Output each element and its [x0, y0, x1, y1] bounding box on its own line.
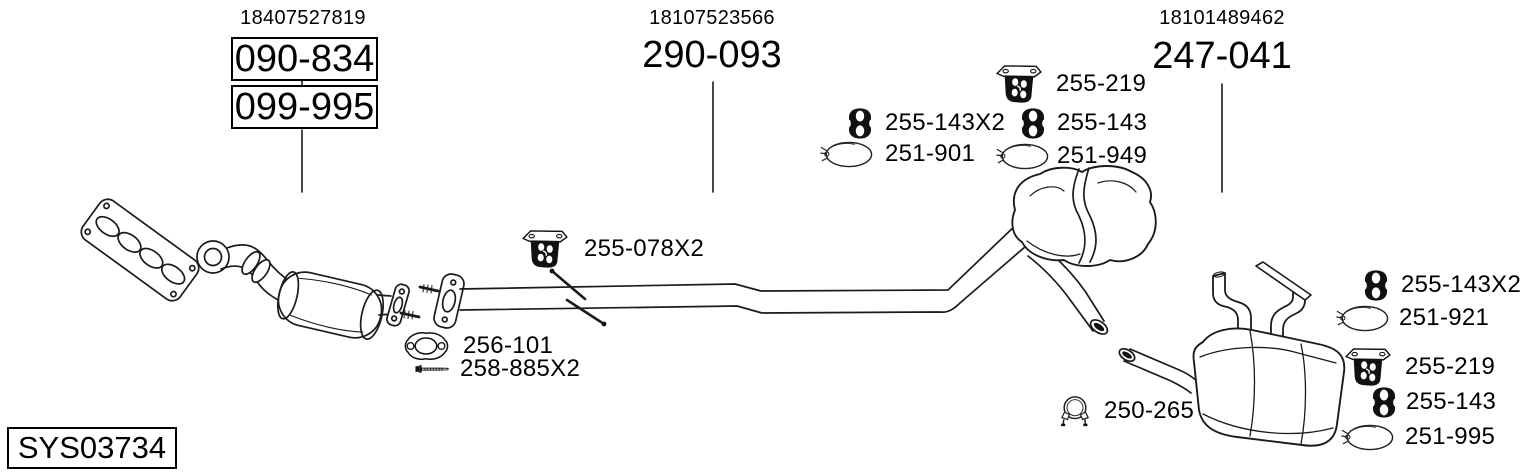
rubber-mount-icon: [847, 107, 873, 140]
callout-row: 255-143X2: [1363, 268, 1521, 302]
clamp-ring-icon: [820, 140, 874, 169]
part-number-label[interactable]: 250-265: [1104, 397, 1195, 424]
part-number[interactable]: 247-041: [1152, 35, 1292, 77]
manifold-catalyst-drawing: [80, 198, 410, 340]
rubber-mount-icon: [1371, 386, 1397, 419]
gasket-icon: [401, 331, 451, 361]
callout-row: 251-995: [1341, 421, 1495, 453]
part-number-label[interactable]: 251-949: [1057, 142, 1148, 169]
callout-row: 251-901: [820, 139, 975, 169]
oe-number: 18101489462: [1159, 7, 1285, 29]
rear-muffler-drawing: [1118, 261, 1346, 447]
clamp-ring-icon: [1341, 423, 1395, 452]
part-number-label[interactable]: 255-143X2: [885, 109, 1006, 136]
oe-number: 18407527819: [240, 7, 366, 29]
part-number-label[interactable]: 255-143: [1406, 388, 1497, 415]
center-pipe-drawing: [399, 222, 1034, 329]
clamp-ring-icon: [996, 142, 1050, 171]
part-number-label[interactable]: 255-143: [1057, 109, 1148, 136]
callout-row: 255-078X2: [520, 228, 704, 270]
leader-lines: [301, 78, 1223, 193]
mid-muffler-drawing: [1011, 165, 1157, 335]
callout-row: 255-143X2: [847, 106, 1005, 140]
part-number-box[interactable]: 099-995: [231, 85, 378, 129]
part-number-label[interactable]: 251-901: [885, 140, 976, 167]
part-number[interactable]: 290-093: [642, 34, 782, 76]
part-number-label[interactable]: 255-143X2: [1401, 271, 1522, 298]
part-number-label[interactable]: 255-219: [1405, 353, 1496, 380]
part-number-label[interactable]: 256-101: [463, 332, 554, 359]
callout-row: 258-885X2: [415, 355, 580, 382]
callout-row: 251-921: [1336, 303, 1489, 333]
part-number-label[interactable]: 255-219: [1056, 70, 1147, 97]
part-number-label[interactable]: 251-921: [1399, 304, 1490, 331]
rubber-mount-icon: [1020, 107, 1046, 140]
bracket-hanger-icon: [1343, 347, 1393, 387]
callout-row: 255-143: [1371, 385, 1496, 419]
part-number-box[interactable]: 090-834: [231, 37, 378, 81]
oe-number: 18107523566: [649, 7, 775, 29]
bracket-hanger-icon: [520, 229, 570, 269]
callout-row: 255-219: [1343, 346, 1495, 388]
rubber-mount-icon: [1363, 269, 1389, 302]
clamp-ring-icon: [1336, 304, 1390, 333]
callout-row: 251-949: [996, 141, 1147, 171]
part-number-label[interactable]: 255-078X2: [584, 235, 705, 262]
system-code-box: SYS03734: [7, 427, 177, 469]
pipe-clamp-icon: [1058, 395, 1092, 427]
bolt-icon: [415, 364, 449, 374]
callout-row: 255-143: [1020, 106, 1147, 140]
bracket-hanger-icon: [994, 64, 1044, 104]
part-number-label[interactable]: 258-885X2: [460, 355, 581, 382]
callout-row: 256-101: [401, 330, 553, 362]
callout-row: 255-219: [994, 63, 1146, 105]
callout-row: 250-265: [1058, 394, 1194, 428]
part-number-label[interactable]: 251-995: [1405, 423, 1496, 450]
